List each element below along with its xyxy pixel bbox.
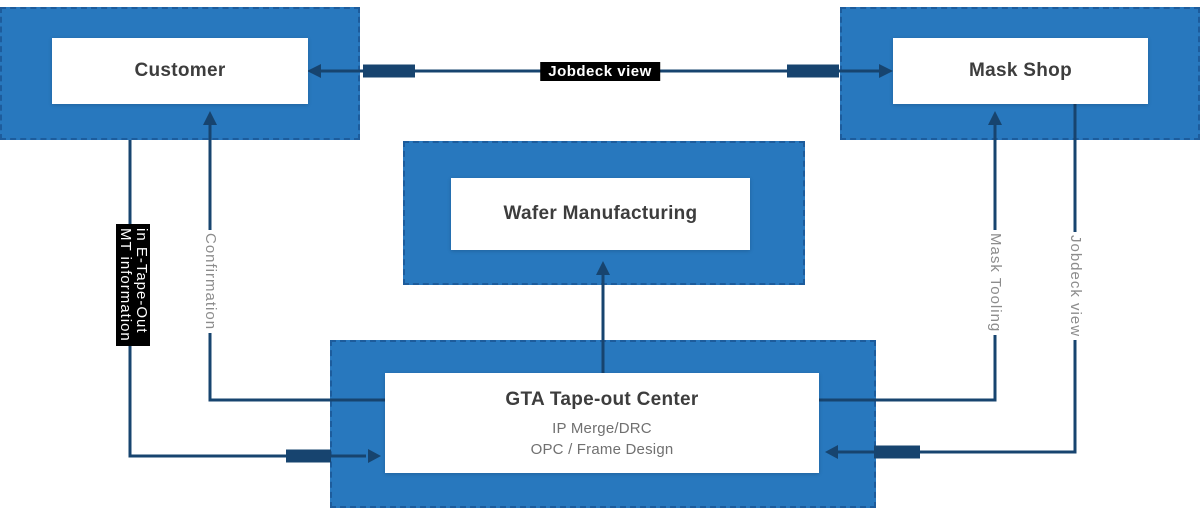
customer-node-title: Customer	[134, 60, 226, 81]
edge-label-confirmation: Confirmation	[201, 230, 219, 334]
edge-label-mask-tooling: Mask Tooling	[986, 230, 1004, 336]
wafer-manufacturing-node-title: Wafer Manufacturing	[503, 203, 698, 224]
mask-shop-node: Mask Shop	[893, 38, 1148, 104]
gta-tapeout-node-subtitle-2: OPC / Frame Design	[530, 440, 674, 458]
thick-segment	[363, 64, 415, 78]
mask-shop-node-title: Mask Shop	[969, 60, 1072, 81]
gta-tapeout-node: GTA Tape-out Center IP Merge/DRC OPC / F…	[385, 373, 819, 473]
gta-tapeout-node-title: GTA Tape-out Center	[505, 388, 699, 410]
edge-label-jobdeck-top: Jobdeck view	[540, 62, 660, 81]
thick-segment	[874, 445, 920, 459]
edge-label-mt-information: MT information in E-Tape-Out	[116, 224, 150, 346]
edge-label-jobdeck-right: Jobdeck view	[1066, 232, 1084, 341]
customer-node: Customer	[52, 38, 308, 104]
edge-label-mt-information-line1: MT information	[117, 228, 134, 342]
wafer-manufacturing-node: Wafer Manufacturing	[451, 178, 750, 250]
edge-label-mt-information-line2: in E-Tape-Out	[133, 228, 150, 334]
gta-tapeout-node-subtitle-1: IP Merge/DRC	[552, 419, 652, 437]
thick-segment	[286, 449, 331, 463]
thick-segment	[787, 64, 839, 78]
